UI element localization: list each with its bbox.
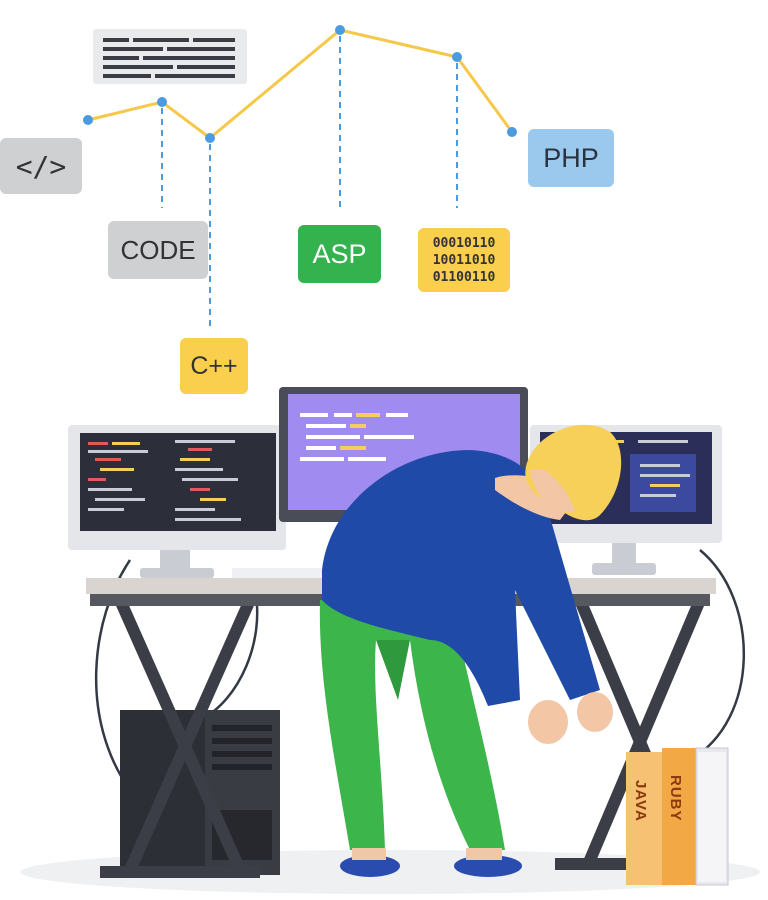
person-shirt: [322, 450, 600, 706]
chart-dashed-lines: [161, 36, 458, 328]
person-hand-right: [577, 692, 613, 732]
ankle: [352, 848, 386, 860]
book-pages: [698, 752, 726, 882]
asp-text: ASP: [312, 238, 367, 269]
monitor-left: [68, 425, 286, 578]
book-ruby: [662, 748, 696, 885]
binary-line: 00010110: [432, 235, 496, 251]
chart-dot: [507, 127, 517, 137]
binary-line: 01100110: [432, 269, 496, 285]
person-pants: [319, 600, 505, 850]
binary-line: 10011010: [432, 252, 496, 268]
document-icon: [93, 29, 247, 84]
chart-dot: [205, 133, 215, 143]
html-tag-label: </>: [0, 138, 82, 194]
person-hand-left: [528, 700, 568, 744]
php-text: PHP: [543, 142, 599, 173]
chart-dot: [83, 115, 93, 125]
person: [319, 424, 622, 877]
book-ruby-label: RUBY: [667, 775, 684, 822]
cpp-label: C++: [180, 338, 248, 394]
chart-dot: [452, 52, 462, 62]
book-java-label: JAVA: [632, 780, 649, 822]
person-shoe-left: [340, 855, 400, 877]
pc-tower: [120, 710, 280, 875]
ankle: [466, 848, 502, 860]
keyboard: [232, 568, 328, 578]
asp-label: ASP: [298, 225, 381, 283]
chart-line: [87, 28, 514, 140]
book-java: [626, 752, 662, 885]
cpp-text: C++: [190, 351, 238, 380]
person-face: [530, 470, 575, 513]
html-tag-text: </>: [15, 149, 67, 183]
person-shoe-right: [454, 855, 522, 877]
books: [626, 747, 729, 886]
binary-label: 00010110 10011010 01100110: [418, 228, 510, 292]
php-label: PHP: [528, 129, 614, 187]
pants-shadow: [376, 640, 410, 700]
code-text: CODE: [120, 234, 196, 265]
code-label: CODE: [108, 221, 208, 279]
chart-dots: [83, 25, 517, 143]
chart-dot: [157, 97, 167, 107]
desk-foot-left: [100, 866, 260, 878]
chart-dot: [335, 25, 345, 35]
